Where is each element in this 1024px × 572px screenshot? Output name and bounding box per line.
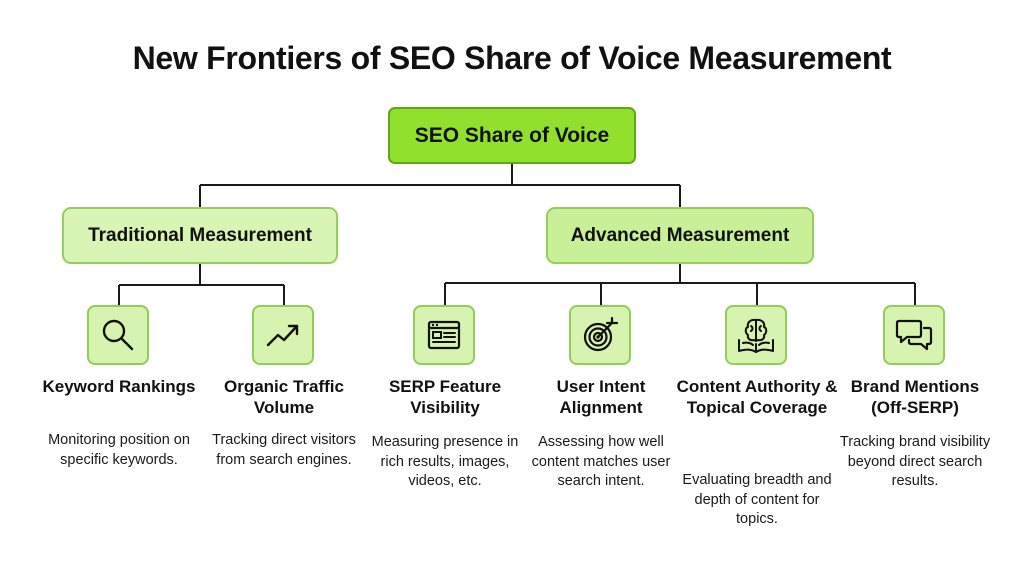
connector-advanced-leaves [444, 264, 916, 305]
leaf-description: Assessing how well content matches user … [531, 434, 671, 489]
leaf-description: Monitoring position on specific keywords… [48, 432, 190, 468]
leaf-icon-box [87, 305, 149, 365]
leaf-icon-box [883, 305, 945, 365]
connector-traditional-leaves [118, 264, 285, 305]
leaf-description: Measuring presence in rich results, imag… [371, 434, 519, 489]
branch-label: Advanced Measurement [570, 224, 790, 246]
connector-root-branches [199, 164, 681, 207]
leaf-title: Content Authority & Topical Coverage [676, 377, 838, 417]
root-node-label: SEO Share of Voice [414, 123, 610, 147]
leaf-icon-box [569, 305, 631, 365]
branch-traditional-measurement: Traditional Measurement [62, 207, 338, 264]
leaf-description: Evaluating breadth and depth of content … [682, 472, 832, 527]
root-node-seo-share-of-voice: SEO Share of Voice [388, 107, 636, 164]
brain-book-icon [738, 318, 774, 353]
chat-bubbles-icon [895, 319, 933, 351]
leaf-title: Organic Traffic Volume [224, 377, 344, 417]
leaf-title: Brand Mentions (Off-SERP) [850, 377, 980, 417]
browser-window-icon [427, 320, 461, 350]
leaf-description: Tracking brand visibility beyond direct … [839, 434, 991, 489]
leaf-icon-box [725, 305, 787, 365]
leaf-title: User Intent Alignment [556, 377, 646, 417]
branch-advanced-measurement: Advanced Measurement [546, 207, 814, 264]
branch-label: Traditional Measurement [88, 224, 312, 246]
target-icon [583, 316, 619, 352]
trend-up-icon [266, 324, 299, 347]
leaf-title: SERP Feature Visibility [388, 377, 502, 417]
leaf-title: Keyword Rankings [42, 377, 196, 396]
leaf-icon-box [252, 305, 314, 365]
diagram-title: New Frontiers of SEO Share of Voice Meas… [132, 40, 892, 76]
leaf-description: Tracking direct visitors from search eng… [212, 432, 356, 468]
magnifier-icon [102, 319, 134, 351]
leaf-icon-box [413, 305, 475, 365]
